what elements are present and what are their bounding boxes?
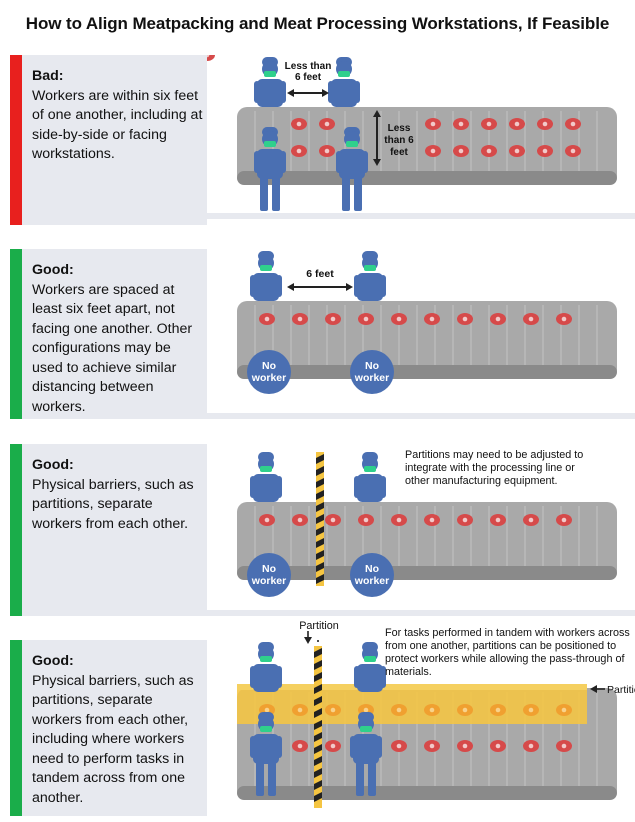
panel-good-tandem: Good: Physical barriers, such as partiti… — [10, 620, 635, 816]
worker-icon — [254, 127, 286, 211]
svg-text:worker: worker — [251, 372, 286, 384]
svg-text:No: No — [262, 360, 276, 372]
svg-text:No: No — [365, 360, 379, 372]
workstation-scene-tandem: Partition Partition For tasks performed … — [207, 620, 635, 816]
status-bar-good — [10, 444, 22, 616]
worker-icon — [350, 712, 382, 796]
panel-good-partitions: Good: Physical barriers, such as partiti… — [10, 444, 635, 616]
panel-label: Good: Physical barriers, such as partiti… — [32, 652, 204, 808]
meat-pieces — [207, 55, 215, 61]
distance-arrow-horizontal — [287, 283, 353, 291]
panel-textbox: Good: Workers are spaced at least six fe… — [22, 249, 207, 419]
worker-icon — [354, 642, 386, 692]
panel-bad: Bad: Workers are within six feet of one … — [10, 55, 635, 225]
conveyor-belt — [237, 107, 617, 185]
partition-label-arrow — [304, 631, 312, 644]
worker-icon — [328, 57, 360, 107]
panel-heading: Good: — [32, 262, 74, 278]
distance-label-horizontal: Less than — [285, 61, 332, 72]
page-title: How to Align Meatpacking and Meat Proces… — [25, 14, 610, 33]
panel-heading: Good: — [32, 457, 74, 473]
panel-text: Workers are within six feet of one anoth… — [32, 87, 203, 163]
worker-icon — [250, 251, 282, 301]
panel-text: Physical barriers, such as partitions, s… — [32, 672, 194, 806]
panel-label: Bad: Workers are within six feet of one … — [32, 67, 204, 165]
svg-text:worker: worker — [354, 575, 389, 587]
status-bar-good — [10, 249, 22, 419]
panel-textbox: Good: Physical barriers, such as partiti… — [22, 444, 207, 616]
no-worker-marker: No worker — [247, 553, 291, 597]
distance-arrow-horizontal — [287, 89, 329, 97]
no-worker-marker: No worker — [350, 553, 394, 597]
partition-pole — [316, 452, 324, 586]
no-worker-marker: No worker — [350, 350, 394, 394]
partition-note: Partitions may need to be adjusted to in… — [405, 449, 584, 487]
svg-text:worker: worker — [354, 372, 389, 384]
status-bar-good — [10, 640, 22, 816]
conveyor-belt — [237, 502, 617, 580]
workstation-scene-partitions: No worker No worker Partitions may need … — [207, 444, 635, 616]
distance-label-vertical: Less — [388, 123, 411, 134]
svg-text:6 feet: 6 feet — [295, 72, 322, 83]
panel-textbox: Good: Physical barriers, such as partiti… — [22, 640, 207, 816]
svg-text:feet: feet — [390, 147, 408, 158]
panel-label: Good: Workers are spaced at least six fe… — [32, 261, 204, 417]
distance-label-horizontal: 6 feet — [306, 268, 334, 280]
svg-text:No: No — [365, 563, 379, 575]
panel-textbox: Bad: Workers are within six feet of one … — [22, 55, 207, 225]
meat-pieces — [259, 313, 572, 325]
panel-text: Workers are spaced at least six feet apa… — [32, 281, 193, 415]
worker-icon — [354, 251, 386, 301]
worker-icon — [354, 452, 386, 502]
partition-side-label: Partition — [607, 684, 635, 696]
tandem-note: For tasks performed in tandem with worke… — [385, 627, 630, 678]
worker-icon — [250, 642, 282, 692]
panel-heading: Bad: — [32, 68, 64, 84]
panel-good-spacing: Good: Workers are spaced at least six fe… — [10, 249, 635, 419]
svg-text:than 6: than 6 — [384, 135, 414, 146]
worker-icon — [336, 127, 368, 211]
panel-label: Good: Physical barriers, such as partiti… — [32, 456, 204, 534]
panel-text: Physical barriers, such as partitions, s… — [32, 476, 194, 532]
worker-icon — [254, 57, 286, 107]
distance-arrow-vertical — [373, 110, 381, 166]
svg-text:No: No — [262, 563, 276, 575]
conveyor-belt — [237, 301, 617, 379]
meat-pieces — [259, 514, 572, 526]
partition-arrow-left — [590, 685, 605, 693]
panel-heading: Good: — [32, 653, 74, 669]
no-worker-marker: No worker — [247, 350, 291, 394]
workstation-scene-bad: Less than 6 feet Less than 6 feet — [207, 55, 635, 225]
partition-pole — [314, 646, 322, 808]
worker-icon — [250, 452, 282, 502]
svg-text:worker: worker — [251, 575, 286, 587]
worker-icon — [250, 712, 282, 796]
horizontal-partition — [237, 684, 587, 724]
workstation-scene-spacing: 6 feet No worker No worker — [207, 249, 635, 419]
status-bar-bad — [10, 55, 22, 225]
partition-top-label: Partition — [299, 620, 339, 632]
